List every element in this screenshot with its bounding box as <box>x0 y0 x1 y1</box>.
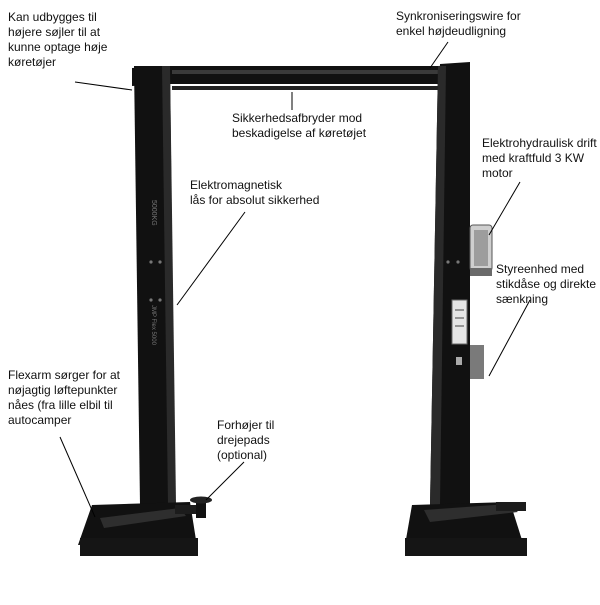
left-base <box>78 502 203 556</box>
callout-sync-wire: Synkroniseringswire for enkel højdeudlig… <box>396 9 521 38</box>
callout-safety-switch: Sikkerhedsafbryder mod beskadigelse af k… <box>232 111 367 140</box>
safety-switch-bar <box>172 86 438 90</box>
hydraulic-motor <box>469 224 493 276</box>
leader-control-unit <box>488 299 531 377</box>
leader-electromagnetic-lock <box>176 211 246 306</box>
leader-lines <box>59 41 531 518</box>
callout-electro-hydraulic: Elektrohydraulisk drift med kraftfuld 3 … <box>482 136 597 180</box>
callout-riser: Forhøjer til drejepads (optional) <box>217 418 275 462</box>
leader-extension <box>74 81 133 91</box>
right-base <box>405 502 527 556</box>
left-post-capacity-marking: 5000KG <box>150 200 157 226</box>
leader-sync-wire <box>429 41 449 69</box>
callout-electromagnetic-lock: Elektromagnetisk lås for absolut sikkerh… <box>190 178 320 207</box>
control-unit-box <box>451 299 484 379</box>
callout-control-unit: Styreenhed med stikdåse og direkte sænkn… <box>496 262 597 306</box>
leader-riser <box>205 461 245 501</box>
leader-flexarm <box>59 436 96 518</box>
left-post: 5000KG JMP Flex 5000 <box>134 66 176 505</box>
left-post-model-marking: JMP Flex 5000 <box>150 305 156 346</box>
right-post <box>430 64 470 505</box>
callout-flexarm: Flexarm sørger for at nøjagtig løftepunk… <box>8 368 121 427</box>
riser-pad <box>190 496 212 518</box>
callout-extension: Kan udbygges til højere søjler til at ku… <box>8 10 108 69</box>
top-crossbar <box>132 62 470 86</box>
leader-electro-hydraulic <box>488 181 521 236</box>
